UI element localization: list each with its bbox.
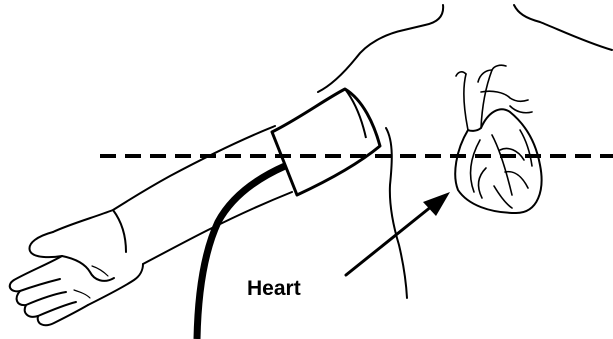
heart-label: Heart <box>247 278 301 299</box>
blood-pressure-cuff-icon <box>272 89 380 195</box>
cuff-tube <box>197 166 285 339</box>
heart-icon <box>455 65 541 213</box>
pointer-arrow-icon <box>346 192 450 275</box>
